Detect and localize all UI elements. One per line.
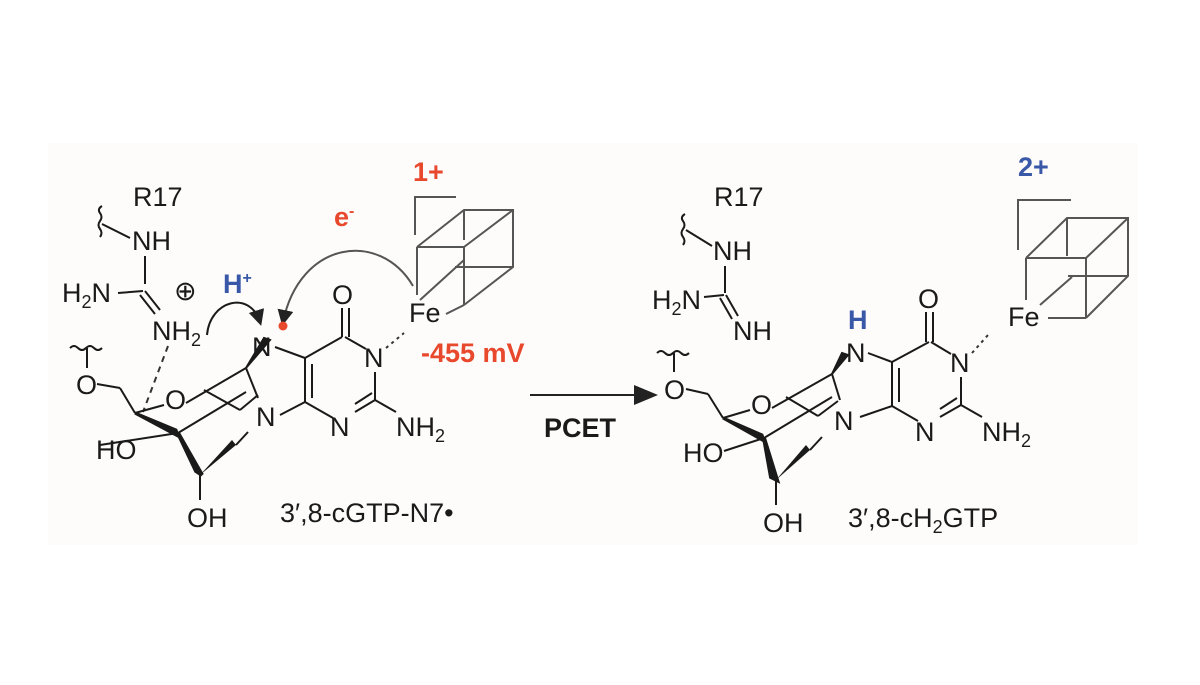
product-name: 3′,8-cH2GTP bbox=[848, 503, 998, 537]
wavy-bond bbox=[97, 205, 103, 238]
product-amine-label: NH2 bbox=[982, 417, 1031, 451]
product-nh-imine-label: NH bbox=[733, 316, 772, 346]
o-ring-label: O bbox=[165, 385, 186, 415]
fe-label: Fe bbox=[409, 298, 441, 328]
product-residue-label: R17 bbox=[714, 182, 764, 212]
nh-label: NH bbox=[132, 226, 171, 256]
product-n3-label: N bbox=[915, 417, 935, 447]
cluster-charge-1plus: 1+ bbox=[413, 157, 444, 187]
n7-label: N bbox=[252, 332, 272, 362]
reduction-potential: -455 mV bbox=[421, 338, 525, 368]
cluster-charge-2plus: 2+ bbox=[1018, 152, 1049, 182]
product-o-link-label: O bbox=[664, 375, 685, 405]
radical-dot bbox=[278, 321, 288, 331]
product-oh-label: OH bbox=[763, 508, 804, 538]
electron-transfer-arrow bbox=[277, 249, 414, 326]
figure-panel bbox=[48, 143, 1138, 545]
n1-label: N bbox=[364, 343, 384, 373]
n9-label: N bbox=[256, 402, 276, 432]
product-wavy-bond bbox=[680, 213, 686, 246]
n3-label: N bbox=[330, 412, 350, 442]
residue-label: R17 bbox=[133, 182, 183, 212]
product-h2n-label: H2N bbox=[652, 285, 701, 319]
carbonyl-o-label: O bbox=[332, 280, 353, 310]
positive-charge: ⊕ bbox=[174, 276, 197, 306]
product-o-ring-label: O bbox=[751, 390, 772, 420]
product-fe4s4-cube-icon bbox=[1025, 217, 1129, 319]
reactant-structure: R17 NH H2N ⊕ NH2 H+ e- O O HO OH bbox=[62, 157, 525, 533]
electron-label: e- bbox=[334, 202, 354, 232]
product-nh-label: NH bbox=[713, 236, 752, 266]
h2n-label: H2N bbox=[62, 278, 111, 312]
product-fe-label: Fe bbox=[1008, 302, 1040, 332]
fe4s4-cube-icon bbox=[416, 209, 514, 306]
product-cluster-bracket bbox=[1017, 199, 1071, 250]
ho-label: HO bbox=[96, 435, 137, 465]
product-n9-label: N bbox=[834, 406, 854, 436]
product-n1-label: N bbox=[950, 348, 970, 378]
oh-label: OH bbox=[187, 503, 228, 533]
reaction-arrow: PCET bbox=[530, 385, 658, 443]
product-structure: R17 NH H2N NH O O HO OH H N N bbox=[652, 152, 1129, 538]
amine-label: NH2 bbox=[396, 412, 445, 446]
product-carbonyl-o-label: O bbox=[918, 284, 939, 314]
proton-transfer-arrow bbox=[206, 301, 265, 336]
pcet-label: PCET bbox=[544, 413, 617, 443]
product-ho-label: HO bbox=[683, 438, 724, 468]
product-n7-label: N bbox=[846, 338, 866, 368]
cluster-bracket bbox=[414, 196, 456, 235]
added-hydrogen: H bbox=[848, 305, 868, 335]
o-link-label: O bbox=[76, 370, 97, 400]
nh2-label: NH2 bbox=[152, 316, 201, 350]
proton-label: H+ bbox=[223, 269, 252, 299]
reactant-name: 3′,8-cGTP-N7• bbox=[280, 498, 454, 528]
